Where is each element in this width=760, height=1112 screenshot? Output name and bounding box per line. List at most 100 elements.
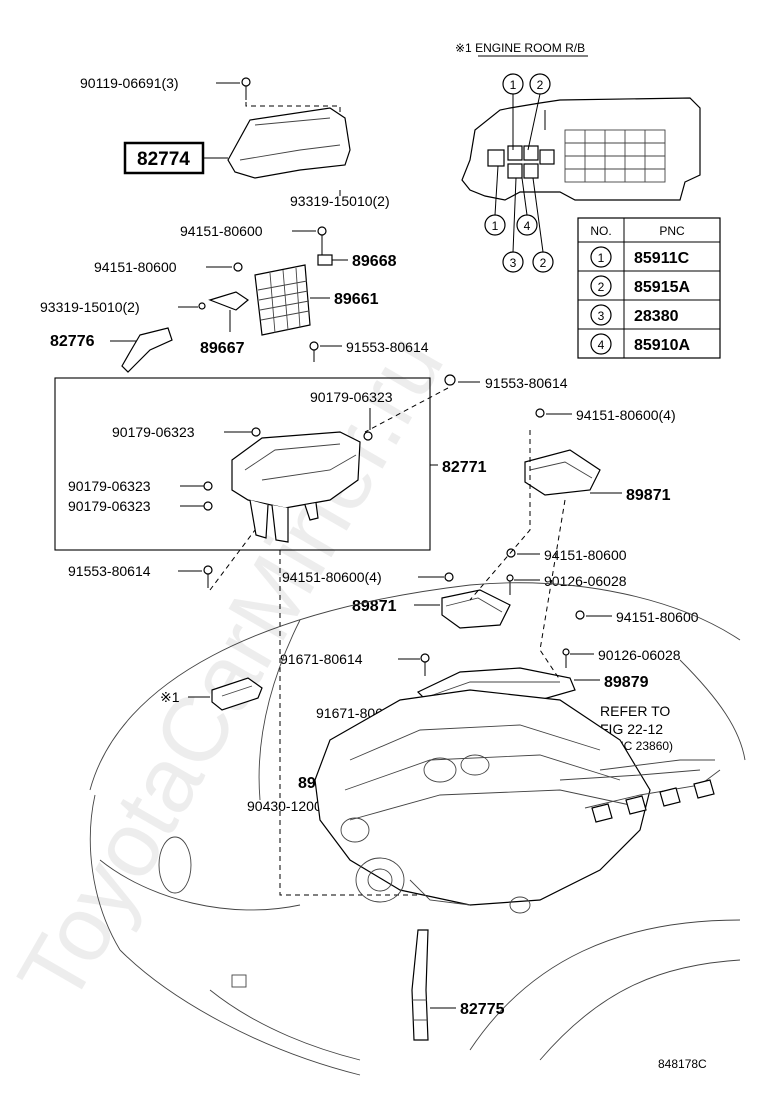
- label-94151-80600-a: 94151-80600: [180, 223, 263, 239]
- watermark-text: ToyotaCarMiner.ru: [0, 318, 463, 1020]
- relay-block-small-drawing: [211, 677, 263, 711]
- refer-line-1: REFER TO: [600, 703, 670, 719]
- nut-icon: [506, 548, 516, 558]
- bolt-icon: [241, 77, 251, 100]
- ecu-cover-drawing: [227, 107, 351, 179]
- nut-icon: [233, 262, 243, 272]
- label-89879: 89879: [604, 674, 649, 691]
- leader-dashed: [539, 499, 566, 681]
- bolt-icon: [203, 565, 213, 588]
- ecu-89661-drawing: [254, 264, 311, 336]
- rb-callout-1-top: 1: [502, 73, 524, 150]
- label-90126-06028-b: 90126-06028: [598, 647, 681, 663]
- bolt-icon: [420, 653, 430, 676]
- screw-icon: [198, 302, 206, 310]
- table-row: 4 85910A: [590, 333, 690, 355]
- label-90126-06028-a: 90126-06028: [544, 573, 627, 589]
- nut-icon: [203, 501, 213, 511]
- label-82774: 82774: [137, 149, 190, 170]
- nut-icon: [251, 427, 261, 437]
- svg-text:3: 3: [510, 256, 517, 270]
- label-94151-80600-c: 94151-80600(4): [576, 407, 676, 423]
- relay-block-drawing: [461, 97, 701, 201]
- table-row: 2 85915A: [590, 275, 690, 297]
- label-90179-06323-c: 90179-06323: [68, 478, 151, 494]
- vehicle-body-outline: [89, 582, 746, 1076]
- leader-dashed: [364, 387, 449, 433]
- ecu-box-82771-drawing: [231, 431, 361, 543]
- svg-text:3: 3: [598, 309, 605, 323]
- label-89871-a: 89871: [626, 487, 671, 504]
- leader-dashed: [279, 550, 420, 896]
- highlight-box-82774: [123, 141, 205, 175]
- pnc-table: NO. PNC 1 85911C 2 85915A 3 28380 4 8591…: [577, 217, 721, 359]
- label-82771: 82771: [442, 459, 487, 476]
- label-89668: 89668: [352, 253, 397, 270]
- label-90179-06323-b: 90179-06323: [112, 424, 195, 440]
- svg-text:2: 2: [598, 280, 605, 294]
- label-89667: 89667: [200, 340, 245, 357]
- label-94151-80600-b: 94151-80600: [94, 259, 177, 275]
- label-90119-06691: 90119-06691(3): [80, 75, 179, 91]
- table-header-pnc: PNC: [659, 224, 685, 238]
- label-89661: 89661: [334, 291, 379, 308]
- bolt-icon: [309, 341, 319, 362]
- label-91553-80614-b: 91553-80614: [485, 375, 568, 391]
- label-89871-b: 89871: [352, 598, 397, 615]
- hose-82775-drawing: [411, 929, 429, 1041]
- rb-callout-1-bottom: 1: [484, 165, 506, 236]
- nut-icon: [203, 481, 213, 491]
- svg-text:2: 2: [537, 78, 544, 92]
- label-90179-06323-a: 90179-06323: [310, 389, 393, 405]
- nut-icon: [575, 610, 585, 620]
- svg-text:1: 1: [492, 219, 499, 233]
- callout-marker-1: ※1: [160, 689, 180, 705]
- nut-icon: [363, 431, 373, 441]
- label-94151-80600-f: 94151-80600: [616, 609, 699, 625]
- bolt-icon: [562, 648, 570, 668]
- rb-callout-2-top: 2: [527, 73, 551, 151]
- rb-header-note: ※1 ENGINE ROOM R/B: [455, 41, 585, 55]
- label-82776: 82776: [50, 333, 95, 350]
- refer-line-2: FIG 22-12: [600, 721, 663, 737]
- nut-icon: [444, 572, 454, 582]
- bolt-icon: [444, 374, 456, 386]
- label-91671-80614-a: 91671-80614: [280, 651, 363, 667]
- svg-text:85910A: 85910A: [634, 337, 690, 354]
- bracket-89667: [208, 291, 250, 311]
- clip-89668: [317, 254, 333, 266]
- nut-icon: [317, 226, 327, 236]
- hose-82776: [121, 327, 173, 373]
- leader-dashed: [469, 430, 531, 601]
- label-93319-15010-a: 93319-15010(2): [290, 193, 390, 209]
- label-91553-80614-a: 91553-80614: [346, 339, 429, 355]
- figure-code: 848178C: [658, 1057, 707, 1071]
- leader-dashed: [209, 529, 256, 591]
- assembly-frame-82771: [54, 377, 431, 551]
- rb-callout-2-bottom: 2: [532, 177, 554, 273]
- rb-callout-3-bottom: 3: [502, 177, 524, 273]
- svg-text:85911C: 85911C: [634, 250, 690, 267]
- table-row: 1 85911C: [590, 246, 690, 268]
- svg-text:2: 2: [540, 256, 547, 270]
- table-row: 3 28380: [590, 304, 679, 326]
- table-header-no: NO.: [590, 224, 611, 238]
- svg-text:1: 1: [598, 251, 605, 265]
- engine-assembly-drawing: [314, 689, 721, 914]
- svg-text:1: 1: [510, 78, 517, 92]
- label-90179-06323-d: 90179-06323: [68, 498, 151, 514]
- label-93319-15010-b: 93319-15010(2): [40, 299, 140, 315]
- svg-text:28380: 28380: [634, 308, 679, 325]
- svg-text:4: 4: [524, 219, 531, 233]
- svg-text:85915A: 85915A: [634, 279, 690, 296]
- bracket-89871-lower-drawing: [441, 589, 511, 629]
- label-94151-80600-d: 94151-80600: [544, 547, 627, 563]
- svg-text:4: 4: [598, 338, 605, 352]
- nut-icon: [535, 408, 545, 418]
- bracket-89871-upper-drawing: [524, 449, 601, 496]
- label-91553-80614-c: 91553-80614: [68, 563, 151, 579]
- label-82775: 82775: [460, 1001, 505, 1018]
- leader-dashed: [245, 102, 341, 118]
- rb-callout-4-bottom: 4: [516, 177, 538, 236]
